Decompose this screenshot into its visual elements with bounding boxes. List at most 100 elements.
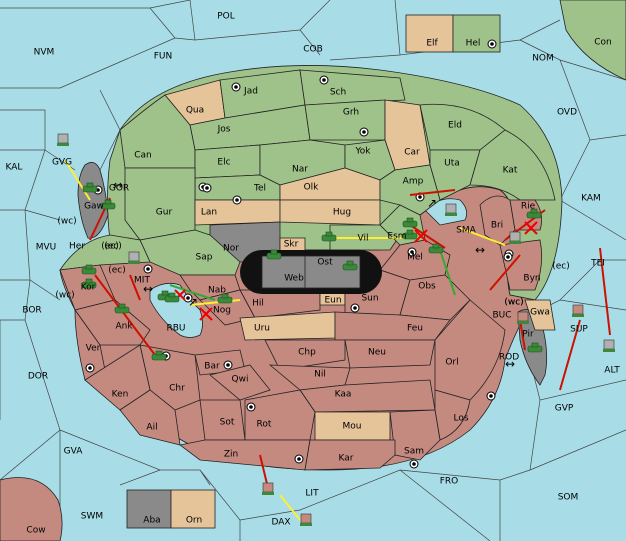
territory-Elf[interactable]	[405, 14, 454, 53]
army-unit-icon[interactable]	[527, 342, 543, 353]
territory-Grh[interactable]	[304, 99, 386, 141]
territory-Qwi[interactable]	[209, 364, 271, 401]
territory-Gur[interactable]	[124, 167, 196, 241]
label-OVD: OVD	[557, 108, 577, 118]
army-unit-icon[interactable]	[266, 249, 282, 260]
fleet-unit-icon[interactable]	[262, 482, 274, 495]
army-unit-icon[interactable]	[402, 217, 418, 228]
svg-text:↗: ↗	[427, 196, 437, 210]
fleet-unit-icon[interactable]	[517, 311, 529, 324]
supply-center	[487, 39, 497, 49]
label-Aba: Aba	[143, 516, 160, 526]
territory-Gwa[interactable]	[524, 299, 556, 331]
territory-Rot[interactable]	[244, 389, 316, 441]
territory-Rie[interactable]	[509, 199, 543, 231]
territory-Neu[interactable]	[344, 339, 436, 369]
label-Gaw: Gaw	[84, 202, 104, 212]
army-unit-icon[interactable]	[151, 350, 167, 361]
supply-center	[232, 195, 242, 205]
label-BOR: BOR	[22, 306, 41, 316]
label-Mel: Mel	[407, 253, 423, 263]
army-unit-icon[interactable]	[321, 231, 337, 242]
label-LIT: LIT	[305, 489, 319, 499]
army-unit-icon[interactable]	[526, 208, 542, 219]
label-Elc: Elc	[217, 158, 230, 168]
territory-Cow[interactable]	[0, 477, 63, 541]
fleet-unit-icon[interactable]	[57, 133, 69, 146]
label-Kaa: Kaa	[335, 390, 352, 400]
army-unit-icon[interactable]	[342, 260, 358, 271]
territory-Feu[interactable]	[334, 311, 451, 341]
label-SWM: SWM	[81, 512, 103, 522]
territory-Hug[interactable]	[279, 199, 381, 226]
label-Car: Car	[404, 148, 420, 158]
label-ec2: (ec)	[104, 242, 122, 252]
label-Los: Los	[453, 414, 468, 424]
supply-center	[231, 82, 241, 92]
convoy-links: ↔ ↔ ↗ ↔ ↔ ↗	[113, 178, 515, 371]
red-territories	[59, 239, 543, 471]
territory-Her[interactable]	[59, 234, 151, 271]
territory-Kar[interactable]	[304, 439, 396, 471]
territory-Sap[interactable]	[139, 229, 241, 276]
label-COB: COB	[303, 45, 323, 55]
army-unit-icon[interactable]	[428, 243, 444, 254]
label-POL: POL	[217, 12, 235, 22]
label-Grh: Grh	[343, 108, 359, 118]
label-Mou: Mou	[343, 422, 362, 432]
label-RBU: RBU	[166, 324, 185, 334]
supply-center	[350, 303, 360, 313]
label-Nor: Nor	[223, 244, 239, 254]
supply-center	[223, 360, 233, 370]
label-Vil: Vil	[358, 234, 369, 244]
label-Hil: Hil	[252, 299, 264, 309]
fleet-unit-icon[interactable]	[509, 231, 521, 244]
label-ROD: ROD	[499, 353, 519, 363]
army-unit-icon[interactable]	[82, 182, 98, 193]
label-Jad: Jad	[243, 87, 258, 97]
label-DAX: DAX	[271, 518, 290, 528]
army-unit-icon[interactable]	[402, 229, 418, 240]
army-unit-icon[interactable]	[81, 278, 97, 289]
territory-Chp[interactable]	[264, 339, 346, 371]
label-GVG: GVG	[52, 158, 72, 168]
label-Sun: Sun	[361, 294, 378, 304]
label-FRO: FRO	[440, 477, 459, 487]
territory-Aba[interactable]	[126, 489, 172, 529]
label-GVA: GVA	[64, 447, 84, 457]
label-Esm: Esm	[387, 232, 406, 242]
units	[57, 133, 615, 526]
label-Chr: Chr	[169, 384, 185, 394]
label-Feu: Feu	[407, 324, 423, 334]
label-Byn: Byn	[523, 274, 540, 284]
svg-text:↔: ↔	[475, 243, 485, 257]
label-Skr: Skr	[284, 240, 299, 250]
fleet-unit-icon[interactable]	[128, 251, 140, 264]
territory-Uta[interactable]	[429, 149, 481, 201]
label-Qua: Qua	[186, 106, 204, 116]
army-unit-icon[interactable]	[217, 293, 233, 304]
territory-Ail[interactable]	[119, 389, 181, 446]
army-unit-icon[interactable]	[164, 292, 180, 303]
label-MVU: MVU	[36, 243, 57, 253]
label-ec4: (ec)	[552, 262, 570, 272]
territory-Orn[interactable]	[170, 489, 216, 529]
territory-Kat[interactable]	[469, 129, 556, 201]
svg-text:↔: ↔	[143, 282, 153, 296]
label-wc1: (wc)	[57, 217, 76, 227]
label-Eun: Eun	[324, 296, 341, 306]
fleet-unit-icon[interactable]	[572, 304, 584, 317]
fleet-unit-icon[interactable]	[300, 513, 312, 526]
label-Amp: Amp	[403, 177, 424, 187]
label-Sap: Sap	[196, 253, 213, 263]
army-unit-icon[interactable]	[100, 199, 116, 210]
label-Hel: Hel	[466, 39, 481, 49]
fleet-unit-icon[interactable]	[445, 203, 457, 216]
label-Ank: Ank	[115, 322, 133, 332]
capsule-inner	[261, 255, 361, 289]
fleet-unit-icon[interactable]	[603, 339, 615, 352]
army-unit-icon[interactable]	[114, 303, 130, 314]
label-SMA: SMA	[456, 226, 476, 236]
label-Ver: Ver	[86, 344, 101, 354]
army-unit-icon[interactable]	[81, 264, 97, 275]
